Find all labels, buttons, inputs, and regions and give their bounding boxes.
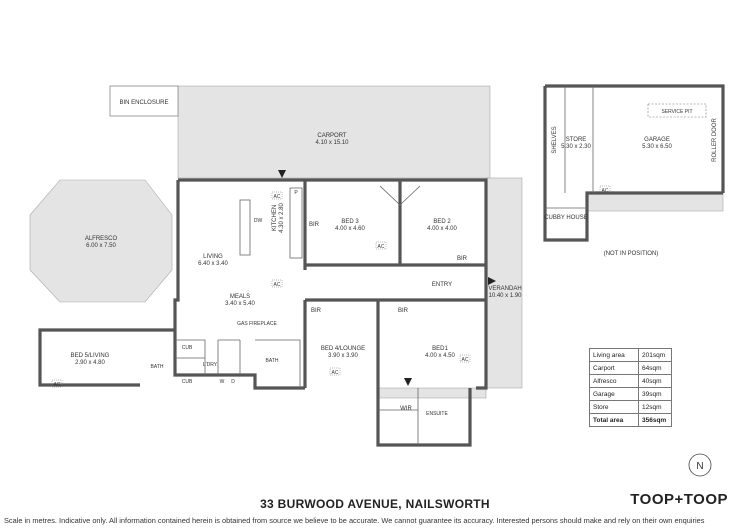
area-table: Living area 201sqm Carport 64sqm Alfresc… [589, 348, 672, 427]
bir-bed3: BIR [309, 222, 320, 228]
kitchen-label: KITCHEN [272, 205, 278, 231]
entry-arrow-icon [488, 277, 496, 285]
dryer-label: D [231, 379, 235, 385]
north-label: N [696, 461, 703, 472]
kitchen-cupboards [289, 187, 303, 259]
bed1-dim: 4.00 x 4.50 [425, 353, 455, 359]
bed5-dim: 2.90 x 4.80 [75, 360, 105, 366]
wet-area-walls [175, 339, 301, 388]
bir-bed2: BIR [457, 256, 468, 262]
area-row: Garage 39sqm [589, 387, 672, 401]
bed4-dim: 3.90 x 3.90 [328, 353, 358, 359]
bed3-label: BED 3 [341, 219, 359, 225]
bath-label-1: BATH [151, 364, 164, 370]
bin-enclosure [109, 85, 179, 117]
garage-dim: 5.30 x 6.50 [642, 144, 672, 150]
alfresco-label: ALFRESCO [85, 236, 118, 242]
svg-text:AC: AC [54, 382, 61, 388]
garage-outer-wall [543, 84, 725, 242]
svg-text:AC: AC [378, 244, 385, 250]
brand-logo: TOOP+TOOP [630, 491, 728, 508]
door-arrow-icon [278, 170, 286, 178]
area-total-label: Total area [589, 413, 639, 427]
meals-label: MEALS [230, 294, 250, 300]
verandah-label: VERANDAH [488, 286, 521, 292]
not-in-position-label: (NOT IN POSITION) [604, 251, 659, 257]
wir-label: WIR [400, 406, 412, 412]
verandah-dim: 10.40 x 1.90 [488, 293, 522, 299]
area-row-label: Alfresco [589, 374, 639, 388]
washer-label: W [220, 379, 225, 385]
bir-bed1: BIR [398, 308, 409, 314]
bir-bed4: BIR [311, 308, 322, 314]
cubby-house-label: CUBBY HOUSE [544, 215, 588, 221]
ensuite-walls [378, 388, 419, 445]
living-label: LIVING [203, 254, 223, 260]
store-dim: 5.30 x 2.30 [561, 144, 591, 150]
roller-door-label: ROLLER DOOR [712, 118, 718, 162]
bed4-label: BED 4/LOUNGE [321, 346, 365, 352]
area-total-value: 356sqm [638, 413, 672, 427]
area-row-label: Store [589, 400, 639, 414]
carport-area [177, 85, 491, 179]
svg-text:AC: AC [602, 188, 609, 194]
svg-text:AC: AC [332, 370, 339, 376]
area-row-value: 40sqm [638, 374, 672, 388]
area-row: Alfresco 40sqm [589, 374, 672, 388]
north-compass-icon [688, 453, 712, 477]
svg-text:AC: AC [274, 282, 281, 288]
service-pit-label: SERVICE PIT [661, 109, 692, 115]
bin-enclosure-label: BIN ENCLOSURE [119, 100, 168, 106]
dw-label: DW [254, 218, 263, 224]
property-address: 33 BURWOOD AVENUE, NAILSWORTH [260, 497, 490, 511]
svg-text:AC: AC [462, 357, 469, 363]
gas-fireplace-label: GAS FIREPLACE [237, 321, 277, 327]
cub-label-2: CUB [182, 379, 193, 385]
house-outer-wall [38, 178, 488, 390]
entry-label: ENTRY [432, 282, 452, 288]
disclaimer: Scale in metres. Indicative only. All in… [4, 516, 705, 525]
meals-dim: 3.40 x 5.40 [225, 301, 255, 307]
area-row: Carport 64sqm [589, 361, 672, 375]
area-row-label: Garage [589, 387, 639, 401]
area-row-value: 39sqm [638, 387, 672, 401]
ac-markers: AC AC AC AC AC AC AC [51, 185, 611, 388]
kitchen-bench [239, 199, 251, 256]
shelves-label: SHELVES [552, 126, 558, 153]
door-arrow-icon-2 [404, 378, 412, 386]
area-row-label: Carport [589, 361, 639, 375]
garage-label: GARAGE [644, 137, 670, 143]
area-row-value: 64sqm [638, 361, 672, 375]
bed2-label: BED 2 [433, 219, 451, 225]
pantry-label: P [294, 190, 298, 196]
garage-inner-wall [545, 86, 594, 209]
living-dim: 6.40 x 3.40 [198, 261, 228, 267]
kitchen-dim: 4.30 x 2.80 [279, 202, 285, 232]
service-pit [647, 103, 707, 118]
cub-label-1: CUB [182, 345, 193, 351]
svg-text:AC: AC [274, 194, 281, 200]
ensuite-label: ENSUITE [426, 411, 448, 417]
alfresco-area [29, 179, 173, 303]
store-label: STORE [566, 137, 587, 143]
carport-label: CARPORT [317, 133, 347, 139]
alfresco-dim: 6.00 x 7.50 [86, 243, 116, 249]
house-inner-wall [303, 180, 486, 447]
bed3-dim: 4.00 x 4.60 [335, 226, 365, 232]
area-row: Living area 201sqm [589, 348, 672, 362]
bed5-label: BED 5/LIVING [71, 353, 110, 359]
area-row: Store 12sqm [589, 400, 672, 414]
area-row-value: 201sqm [638, 348, 672, 362]
laundry-label: L'DRY [203, 362, 218, 368]
bed1-label: BED1 [432, 346, 448, 352]
area-row-label: Living area [589, 348, 639, 362]
area-total-row: Total area 356sqm [589, 413, 672, 427]
bed2-dim: 4.00 x 4.00 [427, 226, 457, 232]
carport-dim: 4.10 x 15.10 [315, 140, 349, 146]
area-row-value: 12sqm [638, 400, 672, 414]
garage-apron [586, 192, 724, 212]
bed-corner [379, 185, 421, 206]
bath-label-2: BATH [266, 358, 279, 364]
